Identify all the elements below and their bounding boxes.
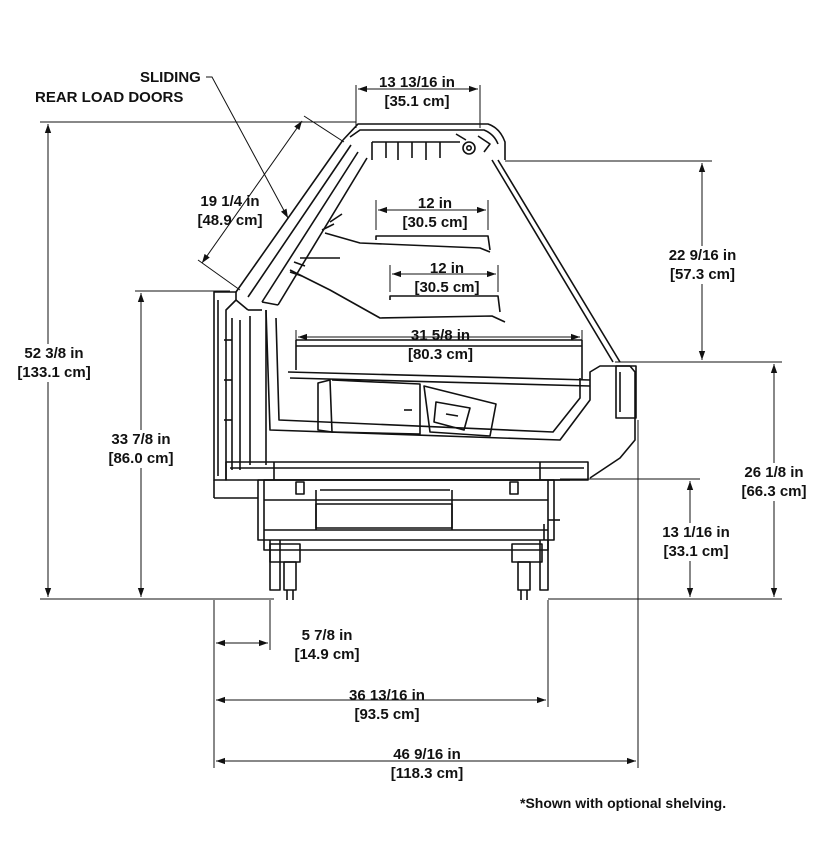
dim-rear-offset-metric: [14.9 cm] [294, 646, 360, 663]
dim-overall-depth-label: 46 9/16 in [118.3 cm] [372, 745, 482, 783]
dim-overall-height-label: 52 3/8 in [133.1 cm] [6, 344, 102, 382]
dim-rear-height-label: 33 7/8 in [86.0 cm] [94, 430, 188, 468]
callout-rear-load-doors-label: REAR LOAD DOORS [35, 89, 184, 106]
callout-sliding-label: SLIDING [140, 69, 201, 86]
dim-deck-depth-label: 31 5/8 in [80.3 cm] [388, 326, 493, 364]
dim-upper-shelf-label: 12 in [30.5 cm] [385, 194, 485, 232]
dim-door-length-label: 19 1/4 in [48.9 cm] [180, 192, 280, 230]
dim-door-length-imperial: 19 1/4 in [200, 193, 260, 210]
dim-overall-depth-imperial: 46 9/16 in [393, 746, 461, 763]
dim-rear-offset-label: 5 7/8 in [14.9 cm] [282, 626, 372, 664]
dim-lower-shelf-label: 12 in [30.5 cm] [397, 259, 497, 297]
dim-upper-shelf-imperial: 12 in [417, 195, 453, 212]
dim-front-height-metric: [66.3 cm] [741, 483, 807, 500]
dim-top-width-label: 13 13/16 in [35.1 cm] [352, 73, 482, 111]
dim-door-length-metric: [48.9 cm] [197, 212, 263, 229]
dimension-lines [40, 76, 782, 768]
shelving-footnote: *Shown with optional shelving. [520, 795, 727, 811]
dim-lower-shelf-imperial: 12 in [429, 260, 465, 277]
dim-base-height-label: 13 1/16 in [33.1 cm] [646, 523, 746, 561]
dim-canopy-height-metric: [57.3 cm] [669, 266, 736, 283]
dim-overall-height-imperial: 52 3/8 in [24, 345, 84, 362]
dim-deck-depth-imperial: 31 5/8 in [410, 327, 471, 344]
dim-canopy-height-label: 22 9/16 in [57.3 cm] [650, 246, 755, 284]
dim-overall-height-metric: [133.1 cm] [17, 364, 91, 381]
dim-canopy-height-imperial: 22 9/16 in [668, 247, 737, 264]
dim-base-height-metric: [33.1 cm] [663, 543, 729, 560]
dim-base-depth-label: 36 13/16 in [93.5 cm] [332, 686, 442, 724]
dim-upper-shelf-metric: [30.5 cm] [402, 214, 468, 231]
dim-rear-offset-imperial: 5 7/8 in [301, 627, 353, 644]
dim-top-width-imperial: 13 13/16 in [379, 74, 455, 91]
dim-base-height-imperial: 13 1/16 in [662, 524, 730, 541]
dim-overall-depth-metric: [118.3 cm] [390, 765, 464, 782]
dim-deck-depth-metric: [80.3 cm] [407, 346, 474, 363]
dim-front-height-imperial: 26 1/8 in [744, 464, 804, 481]
case-outline [213, 123, 637, 600]
dim-rear-height-imperial: 33 7/8 in [111, 431, 171, 448]
dim-base-depth-metric: [93.5 cm] [354, 706, 420, 723]
dim-top-width-metric: [35.1 cm] [384, 93, 450, 110]
dim-rear-height-metric: [86.0 cm] [108, 450, 174, 467]
dim-base-depth-imperial: 36 13/16 in [349, 687, 425, 704]
dim-front-height-label: 26 1/8 in [66.3 cm] [732, 463, 816, 501]
dim-lower-shelf-metric: [30.5 cm] [414, 279, 480, 296]
